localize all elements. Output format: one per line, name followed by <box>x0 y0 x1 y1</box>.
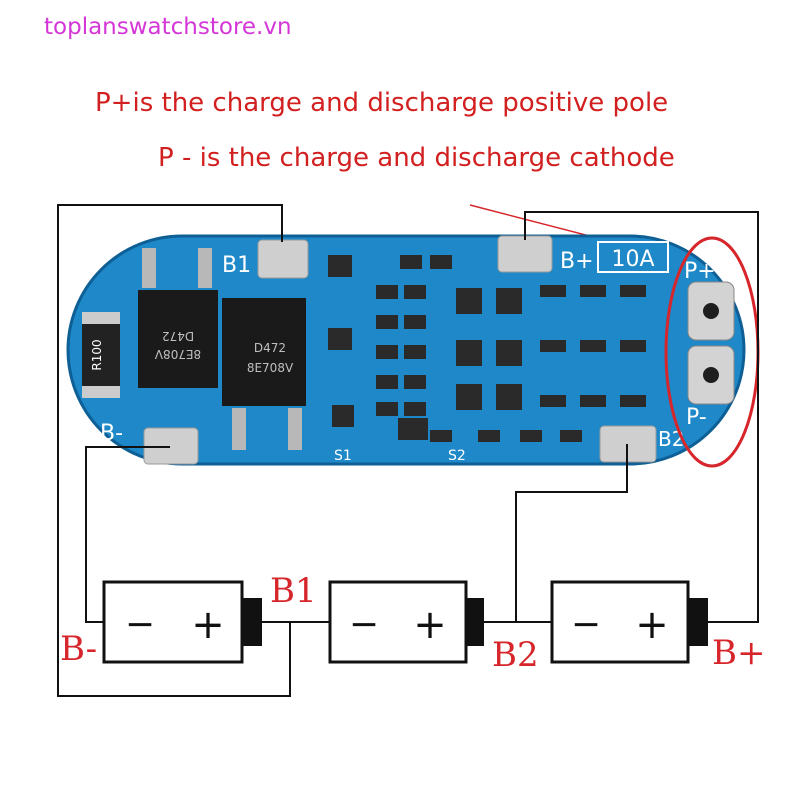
silk-pplus: P+ <box>684 259 716 284</box>
silk-b1: B1 <box>222 253 251 278</box>
caption-cathode: P - is the charge and discharge cathode <box>158 143 675 173</box>
mosfet-chip-2 <box>222 298 306 406</box>
watermark-text: toplanswatchstore.vn <box>44 14 292 40</box>
cell2-minus: − <box>349 604 379 645</box>
silk-b2: B2 <box>658 427 684 451</box>
silk-pminus: P- <box>686 405 707 430</box>
pad-b1 <box>257 239 309 279</box>
cell3-plus: + <box>635 602 669 648</box>
silk-rating: 10A <box>611 247 654 272</box>
label-bminus: B- <box>60 629 97 669</box>
silk-bminus: B- <box>100 421 123 446</box>
chip1-bottom-text: 8E708V <box>154 347 201 361</box>
label-b2: B2 <box>492 635 539 675</box>
resistor-text: R100 <box>90 339 104 370</box>
battery-cell-2: − + <box>328 580 484 664</box>
battery-cell-1: − + <box>102 580 262 664</box>
chip2-bottom-text: 8E708V <box>247 361 294 375</box>
small-components <box>328 255 646 442</box>
battery-cell-3: − + <box>550 580 708 664</box>
silk-s1: S1 <box>334 448 352 464</box>
label-b1: B1 <box>270 571 317 611</box>
cell2-plus: + <box>413 602 447 648</box>
label-bplus: B+ <box>712 633 765 673</box>
silk-s2: S2 <box>448 448 466 464</box>
chip2-top-text: D472 <box>254 341 286 355</box>
rating-box <box>597 241 669 273</box>
wires <box>57 204 759 697</box>
cell1-plus: + <box>191 602 225 648</box>
protection-board: D472 8E708V D472 8E708V R100 <box>66 234 746 466</box>
shunt-resistor <box>82 312 120 398</box>
caption-positive-pole: P+is the charge and discharge positive p… <box>95 88 669 118</box>
pad-bplus <box>497 235 553 273</box>
cell1-minus: − <box>125 604 155 645</box>
mosfet-chip-1 <box>138 290 218 388</box>
chip1-top-text: D472 <box>162 329 194 343</box>
cell3-minus: − <box>571 604 601 645</box>
silk-bplus: B+ <box>560 249 594 274</box>
